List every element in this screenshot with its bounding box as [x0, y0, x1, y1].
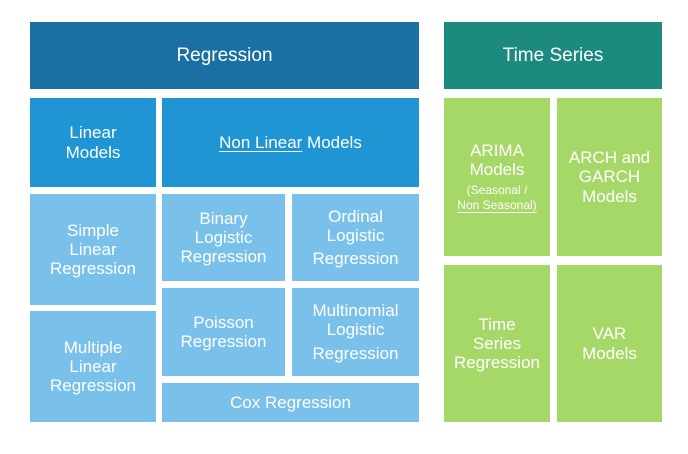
- multinomial-logistic-line-1: Multinomial: [312, 301, 399, 321]
- regression-header: Regression: [30, 22, 419, 89]
- time-series-header: Time Series: [444, 22, 662, 89]
- multiple-linear-line-1: Multiple: [63, 337, 123, 357]
- arima-models-box: ARIMA Models (Seasonal / Non Seasonal): [444, 98, 550, 256]
- arch-garch-line-2: GARCH: [578, 167, 641, 187]
- simple-linear-line-3: Regression: [50, 259, 136, 279]
- ordinal-logistic-line-3: Regression: [312, 249, 399, 269]
- non-linear-models-suffix: Models: [302, 132, 362, 152]
- multinomial-logistic-line-3: Regression: [312, 343, 399, 363]
- linear-models-line-2: Models: [65, 142, 121, 162]
- binary-logistic-regression-box: Binary Logistic Regression: [162, 194, 285, 281]
- multinomial-logistic-line-2: Logistic: [326, 320, 385, 340]
- ordinal-logistic-line-2: Logistic: [326, 225, 385, 245]
- time-series-header-label: Time Series: [502, 44, 604, 66]
- binary-logistic-line-3: Regression: [180, 247, 267, 267]
- ordinal-logistic-line-1: Ordinal: [328, 206, 383, 226]
- multinomial-logistic-regression-box: Multinomial Logistic Regression: [292, 288, 419, 376]
- ts-regression-line-1: Time: [478, 314, 516, 334]
- non-linear-link[interactable]: Non Linear: [219, 132, 303, 152]
- arima-note-1: (Seasonal /: [466, 183, 528, 198]
- multiple-linear-regression-box: Multiple Linear Regression: [30, 311, 156, 422]
- non-linear-models-box: Non Linear Models: [162, 98, 419, 187]
- arch-garch-models-box: ARCH and GARCH Models: [557, 98, 662, 256]
- arch-garch-line-3: Models: [582, 186, 637, 206]
- poisson-regression-box: Poisson Regression: [162, 288, 285, 376]
- ordinal-logistic-regression-box: Ordinal Logistic Regression: [292, 194, 419, 281]
- regression-header-label: Regression: [176, 44, 273, 66]
- arch-garch-line-1: ARCH and: [568, 148, 651, 168]
- time-series-regression-box: Time Series Regression: [444, 265, 550, 422]
- arima-line-1: ARIMA: [470, 140, 524, 160]
- var-models-box: VAR Models: [557, 265, 662, 422]
- multiple-linear-line-2: Linear: [69, 356, 117, 376]
- binary-logistic-line-1: Binary: [199, 208, 248, 228]
- ts-regression-line-3: Regression: [454, 353, 540, 373]
- binary-logistic-line-2: Logistic: [194, 227, 253, 247]
- cox-regression-label: Cox Regression: [230, 392, 351, 412]
- poisson-line-1: Poisson: [193, 312, 254, 332]
- linear-models-line-1: Linear: [69, 123, 117, 143]
- simple-linear-line-2: Linear: [69, 239, 117, 259]
- linear-models-box: Linear Models: [30, 98, 156, 187]
- ts-regression-line-2: Series: [472, 333, 522, 353]
- poisson-line-2: Regression: [180, 332, 267, 351]
- var-line-1: VAR: [592, 324, 627, 344]
- multiple-linear-line-3: Regression: [50, 376, 136, 396]
- arima-line-2: Models: [469, 160, 525, 179]
- cox-regression-box: Cox Regression: [162, 383, 419, 422]
- simple-linear-regression-box: Simple Linear Regression: [30, 194, 156, 305]
- var-line-2: Models: [582, 343, 637, 363]
- non-seasonal-link[interactable]: Non Seasonal): [457, 198, 537, 213]
- simple-linear-line-1: Simple: [67, 220, 119, 240]
